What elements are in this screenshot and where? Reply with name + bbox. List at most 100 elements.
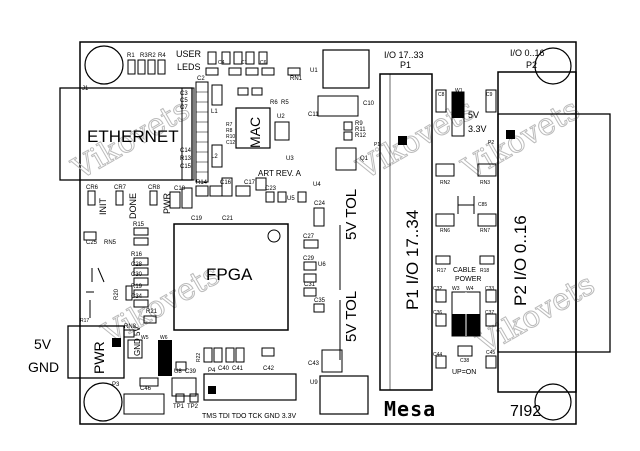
svg-text:U8: U8 [174,369,182,375]
svg-text:R18: R18 [480,268,489,274]
svg-text:P3: P3 [112,382,120,388]
svg-text:U2: U2 [277,114,285,120]
svg-text:RN6: RN6 [440,228,450,234]
mac-area: L1 L2 MAC R7 R8 R10 C12 R6 R5 U2 U3 ART … [211,84,302,178]
svg-text:R21: R21 [146,309,158,315]
svg-text:R20: R20 [114,288,120,300]
svg-text:R10: R10 [226,134,235,140]
svg-text:U6: U6 [318,262,326,268]
svg-text:C32: C32 [433,286,442,292]
svg-text:C35: C35 [314,298,326,304]
p1-header-label: I/O 17..33 [384,50,424,60]
svg-text:C19: C19 [191,216,203,222]
resistor-network-column: C3 C5 C7 C14 R13 C15 [180,81,209,183]
svg-text:R16: R16 [131,252,143,258]
svg-text:C1: C1 [241,60,248,66]
svg-text:C17: C17 [244,180,256,186]
done-label: DONE [128,193,138,219]
volt-33-label: 3.3V [468,124,487,134]
svg-text:RN8: RN8 [124,324,137,330]
voltage-jumper-w1 [452,92,464,118]
svg-text:RN2: RN2 [440,180,450,186]
svg-text:C18: C18 [174,186,186,192]
leds-label: LEDS [177,62,201,72]
svg-text:C15: C15 [180,164,192,170]
svg-text:R9: R9 [355,121,363,127]
svg-text:U1: U1 [310,68,318,74]
svg-text:C5: C5 [180,98,188,104]
svg-text:L1: L1 [211,109,218,115]
svg-text:R17: R17 [80,318,89,324]
svg-text:P2: P2 [526,60,537,70]
svg-text:TP1: TP1 [173,404,185,410]
svg-text:R7: R7 [226,122,233,128]
svg-text:RN3: RN3 [480,180,490,186]
svg-text:R8: R8 [226,128,233,134]
svg-text:R6: R6 [270,100,278,106]
svg-text:RN7: RN7 [480,228,490,234]
mounting-hole-bottom-right [534,383,572,421]
svg-text:C29: C29 [303,256,315,262]
power-connector: PWR P3 5V GND [28,325,125,388]
svg-text:C42: C42 [263,366,275,372]
top-passives: C2 C4 C1 C6 RN1 [197,51,303,82]
p2-side-label: P2 I/O 0..16 [511,215,530,306]
svg-text:C9: C9 [486,92,493,98]
svg-text:CR6: CR6 [86,185,99,191]
p2-connector: P2 I/O 0..16 I/O 0..16 P2 P2 [488,48,611,393]
svg-text:R1: R1 [127,53,135,59]
svg-text:U3: U3 [286,156,294,162]
fpga-label: FPGA [206,265,253,284]
tol-label-lower: 5V TOL [343,291,360,342]
svg-text:C37: C37 [485,310,494,316]
svg-text:P2: P2 [488,140,494,146]
svg-text:L2: L2 [211,154,218,160]
power-pin-labels: GND 5V [133,326,142,356]
svg-text:Mesa: Mesa [384,397,436,421]
svg-text:CR8: CR8 [148,185,161,191]
svg-text:RN1: RN1 [290,76,303,82]
svg-text:C45: C45 [486,350,495,356]
revision-label: ART REV. A [258,169,302,178]
pcb-outline [79,41,577,425]
svg-text:C10: C10 [363,101,375,107]
svg-text:CR7: CR7 [114,185,127,191]
svg-text:J1: J1 [82,86,89,92]
svg-text:R22: R22 [196,353,202,362]
svg-text:W6: W6 [160,335,168,341]
mounting-hole-top-right [534,47,572,85]
svg-text:R12: R12 [355,133,367,139]
svg-text:C28: C28 [131,262,143,268]
init-label: INIT [98,197,108,215]
cable-power-label-2: POWER [455,276,481,283]
status-leds: CR6 INIT CR7 DONE CR8 PWR [86,185,172,219]
power-jumper [158,340,172,376]
svg-text:C12: C12 [226,140,235,146]
svg-text:R15: R15 [133,222,145,228]
svg-text:W4: W4 [466,286,474,292]
svg-text:C46: C46 [140,386,152,392]
svg-text:C41: C41 [232,366,244,372]
mounting-hole-top-left [84,45,124,85]
svg-text:U4: U4 [313,182,321,188]
svg-text:C6: C6 [260,60,267,66]
voltage-jumper-area: C8 W1 5V 3.3V C9 RN2 RN3 C85 RN6 RN7 R17… [433,88,497,376]
svg-text:C38: C38 [460,358,469,364]
svg-text:C33: C33 [485,286,494,292]
svg-text:U5: U5 [287,196,295,202]
svg-text:C14: C14 [180,148,192,154]
svg-text:R11: R11 [355,127,366,133]
mac-label: MAC [247,117,263,148]
svg-text:C3: C3 [180,91,188,97]
mac-chip [235,107,271,149]
svg-text:R14: R14 [196,180,208,186]
svg-text:C8: C8 [438,92,445,98]
svg-text:C44: C44 [433,352,442,358]
svg-text:R2: R2 [148,53,156,59]
svg-text:R17: R17 [437,268,446,274]
svg-text:U9: U9 [310,380,318,386]
p1-connector: P1 I/O 17..34 I/O 17..33 P1 P1 [374,50,433,391]
tol-label-upper: 5V TOL [343,189,360,240]
svg-text:R4: R4 [158,53,166,59]
